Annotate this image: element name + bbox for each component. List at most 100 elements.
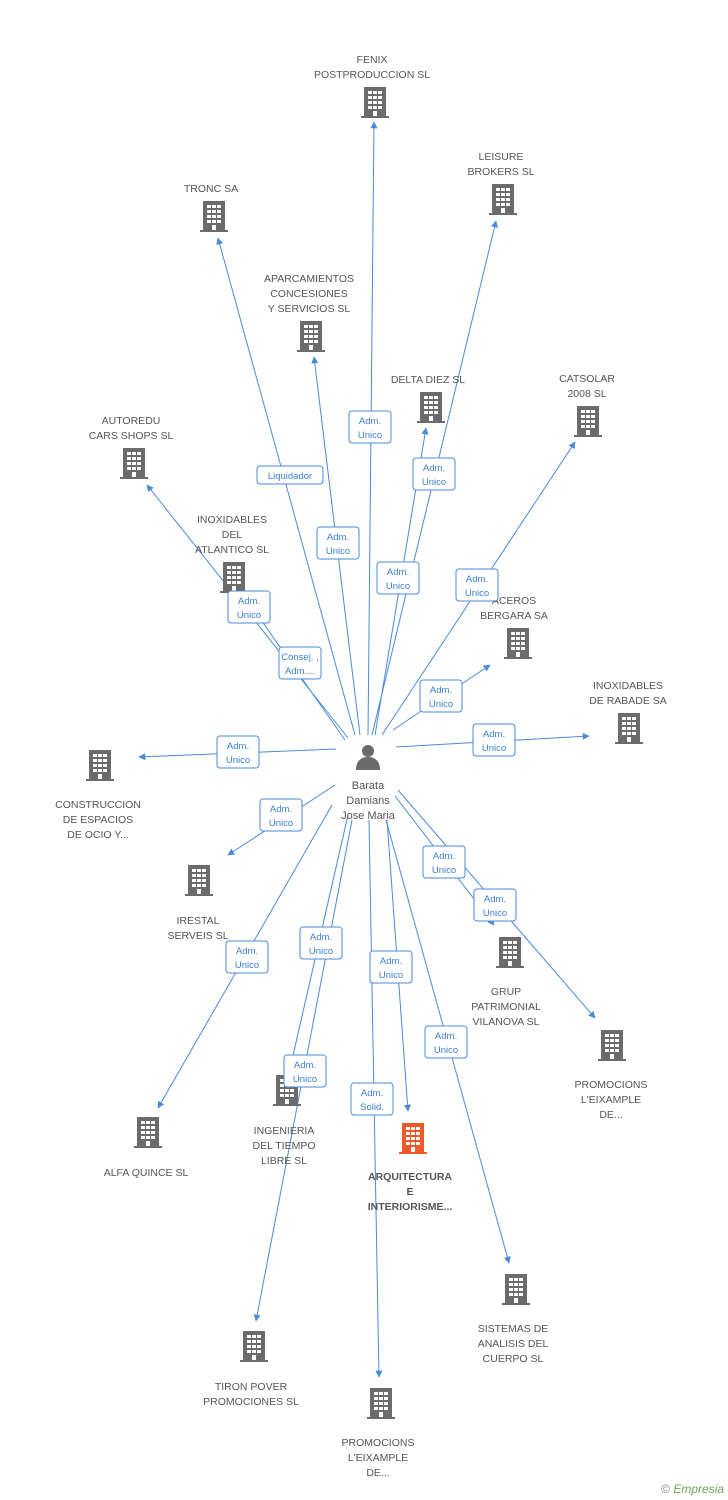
role-box	[376, 561, 420, 595]
building-icon	[598, 1030, 626, 1061]
company-node-autoredu[interactable]: AUTOREDU CARS SHOPS SL	[89, 415, 174, 479]
company-label-line: L'EIXAMPLE	[348, 1452, 408, 1464]
edge-tronc	[216, 237, 356, 736]
company-label-line: PROMOCIONS	[575, 1079, 648, 1091]
company-node-tronc[interactable]: TRONC SA	[184, 183, 238, 232]
role-box	[422, 845, 466, 879]
building-icon	[220, 562, 248, 593]
role-text: Unico	[237, 610, 261, 621]
role-text: Adm....	[285, 666, 315, 677]
role-text: Unico	[482, 743, 506, 754]
building-icon	[496, 937, 524, 968]
role-box	[259, 798, 303, 832]
role-text: Adm.	[327, 532, 349, 543]
company-label-line: DE...	[366, 1467, 389, 1479]
role-label-inoxatlantico[interactable]: Consej. , Adm....	[278, 646, 322, 680]
role-label-leisure[interactable]: Adm.Unico	[412, 457, 456, 491]
company-label-line: APARCAMIENTOS	[264, 273, 354, 285]
company-label-line: CARS SHOPS SL	[89, 430, 174, 442]
role-text: Adm.	[361, 1088, 383, 1099]
building-icon	[502, 1274, 530, 1305]
role-label-promeix2[interactable]: Adm.Solid.	[350, 1082, 394, 1116]
company-label-line: CUERPO SL	[483, 1353, 544, 1365]
role-text: Unico	[235, 960, 259, 971]
building-icon	[615, 713, 643, 744]
company-label-line: TRONC SA	[184, 183, 238, 195]
role-text: Unico	[386, 581, 410, 592]
role-label-promeix1[interactable]: Adm.Unico	[473, 888, 517, 922]
role-text: Adm.	[270, 804, 292, 815]
company-node-arquitectura[interactable]: ARQUITECTURAEINTERIORISME...	[368, 1123, 453, 1213]
building-icon	[134, 1117, 162, 1148]
company-label-line: VILANOVA SL	[473, 1016, 540, 1028]
role-label-fenix[interactable]: Adm.Unico	[348, 410, 392, 444]
role-box	[348, 410, 392, 444]
company-label-line: DELTA DIEZ SL	[391, 374, 465, 386]
company-label-line: GRUP	[491, 986, 521, 998]
company-label-line: BROKERS SL	[467, 166, 534, 178]
role-text: Unico	[269, 818, 293, 829]
role-box	[316, 526, 360, 560]
footer-brand[interactable]: © Empresia	[661, 1482, 724, 1496]
role-label-sistemas[interactable]: Adm.Unico	[424, 1025, 468, 1059]
role-text: Unico	[326, 546, 350, 557]
building-icon	[504, 628, 532, 659]
role-label-aceros[interactable]: Adm.Unico	[419, 679, 463, 713]
role-label-irestal[interactable]: Adm. Unico	[259, 798, 303, 832]
company-node-promeix1[interactable]: PROMOCIONSL'EIXAMPLEDE...	[575, 1030, 648, 1121]
role-label-construccion[interactable]: Adm.Unico	[216, 735, 260, 769]
company-node-alfa[interactable]: ALFA QUINCE SL	[104, 1117, 189, 1179]
role-box	[472, 723, 516, 757]
company-label-line: E	[406, 1186, 413, 1198]
company-node-delta[interactable]: DELTA DIEZ SL	[391, 374, 465, 423]
company-node-promeix2[interactable]: PROMOCIONS L'EIXAMPLE DE...	[342, 1388, 415, 1479]
role-label-alfa[interactable]: Adm.Unico	[225, 940, 269, 974]
role-label-aparcamientos[interactable]: Adm. Unico	[316, 526, 360, 560]
role-label-ingenieria[interactable]: Adm.Unico	[299, 926, 343, 960]
role-label-arquitectura[interactable]: Adm.Unico	[369, 950, 413, 984]
role-text: Unico	[379, 970, 403, 981]
role-box	[350, 1082, 394, 1116]
company-label-line: DE...	[599, 1109, 622, 1121]
role-text: Consej. ,	[281, 652, 319, 663]
role-text: Adm.	[310, 932, 332, 943]
role-box	[455, 568, 499, 602]
company-label-line: AUTOREDU	[102, 415, 161, 427]
role-label-tiron[interactable]: Adm.Unico	[283, 1054, 327, 1088]
person-name-line: Barata	[352, 780, 385, 792]
company-node-grup[interactable]: GRUP PATRIMONIAL VILANOVA SL	[471, 937, 541, 1028]
role-label-autoredu[interactable]: Adm.Unico	[227, 590, 271, 624]
role-label-grup[interactable]: Adm.Unico	[422, 845, 466, 879]
role-label-inoxrabade[interactable]: Adm.Unico	[472, 723, 516, 757]
role-text: Unico	[465, 588, 489, 599]
brand-name: Empresia	[673, 1482, 724, 1496]
role-label-delta[interactable]: Adm.Unico	[376, 561, 420, 595]
building-icon	[240, 1331, 268, 1362]
building-icon	[120, 448, 148, 479]
person-icon	[356, 745, 380, 770]
role-box	[225, 940, 269, 974]
company-label-line: PATRIMONIAL	[471, 1001, 541, 1013]
role-label-catsolar[interactable]: Adm.Unico	[455, 568, 499, 602]
person-name-line: Jose Maria	[341, 810, 396, 822]
role-label-tronc[interactable]: Liquidador	[256, 465, 324, 485]
company-label-line: DE ESPACIOS	[63, 814, 133, 826]
company-label-line: INGENIERIA	[254, 1125, 315, 1137]
person-node[interactable]: Barata Damians Jose Maria	[341, 745, 396, 822]
building-icon	[297, 321, 325, 352]
company-label-line: PROMOCIONS	[342, 1437, 415, 1449]
company-label-line: CATSOLAR	[559, 373, 615, 385]
